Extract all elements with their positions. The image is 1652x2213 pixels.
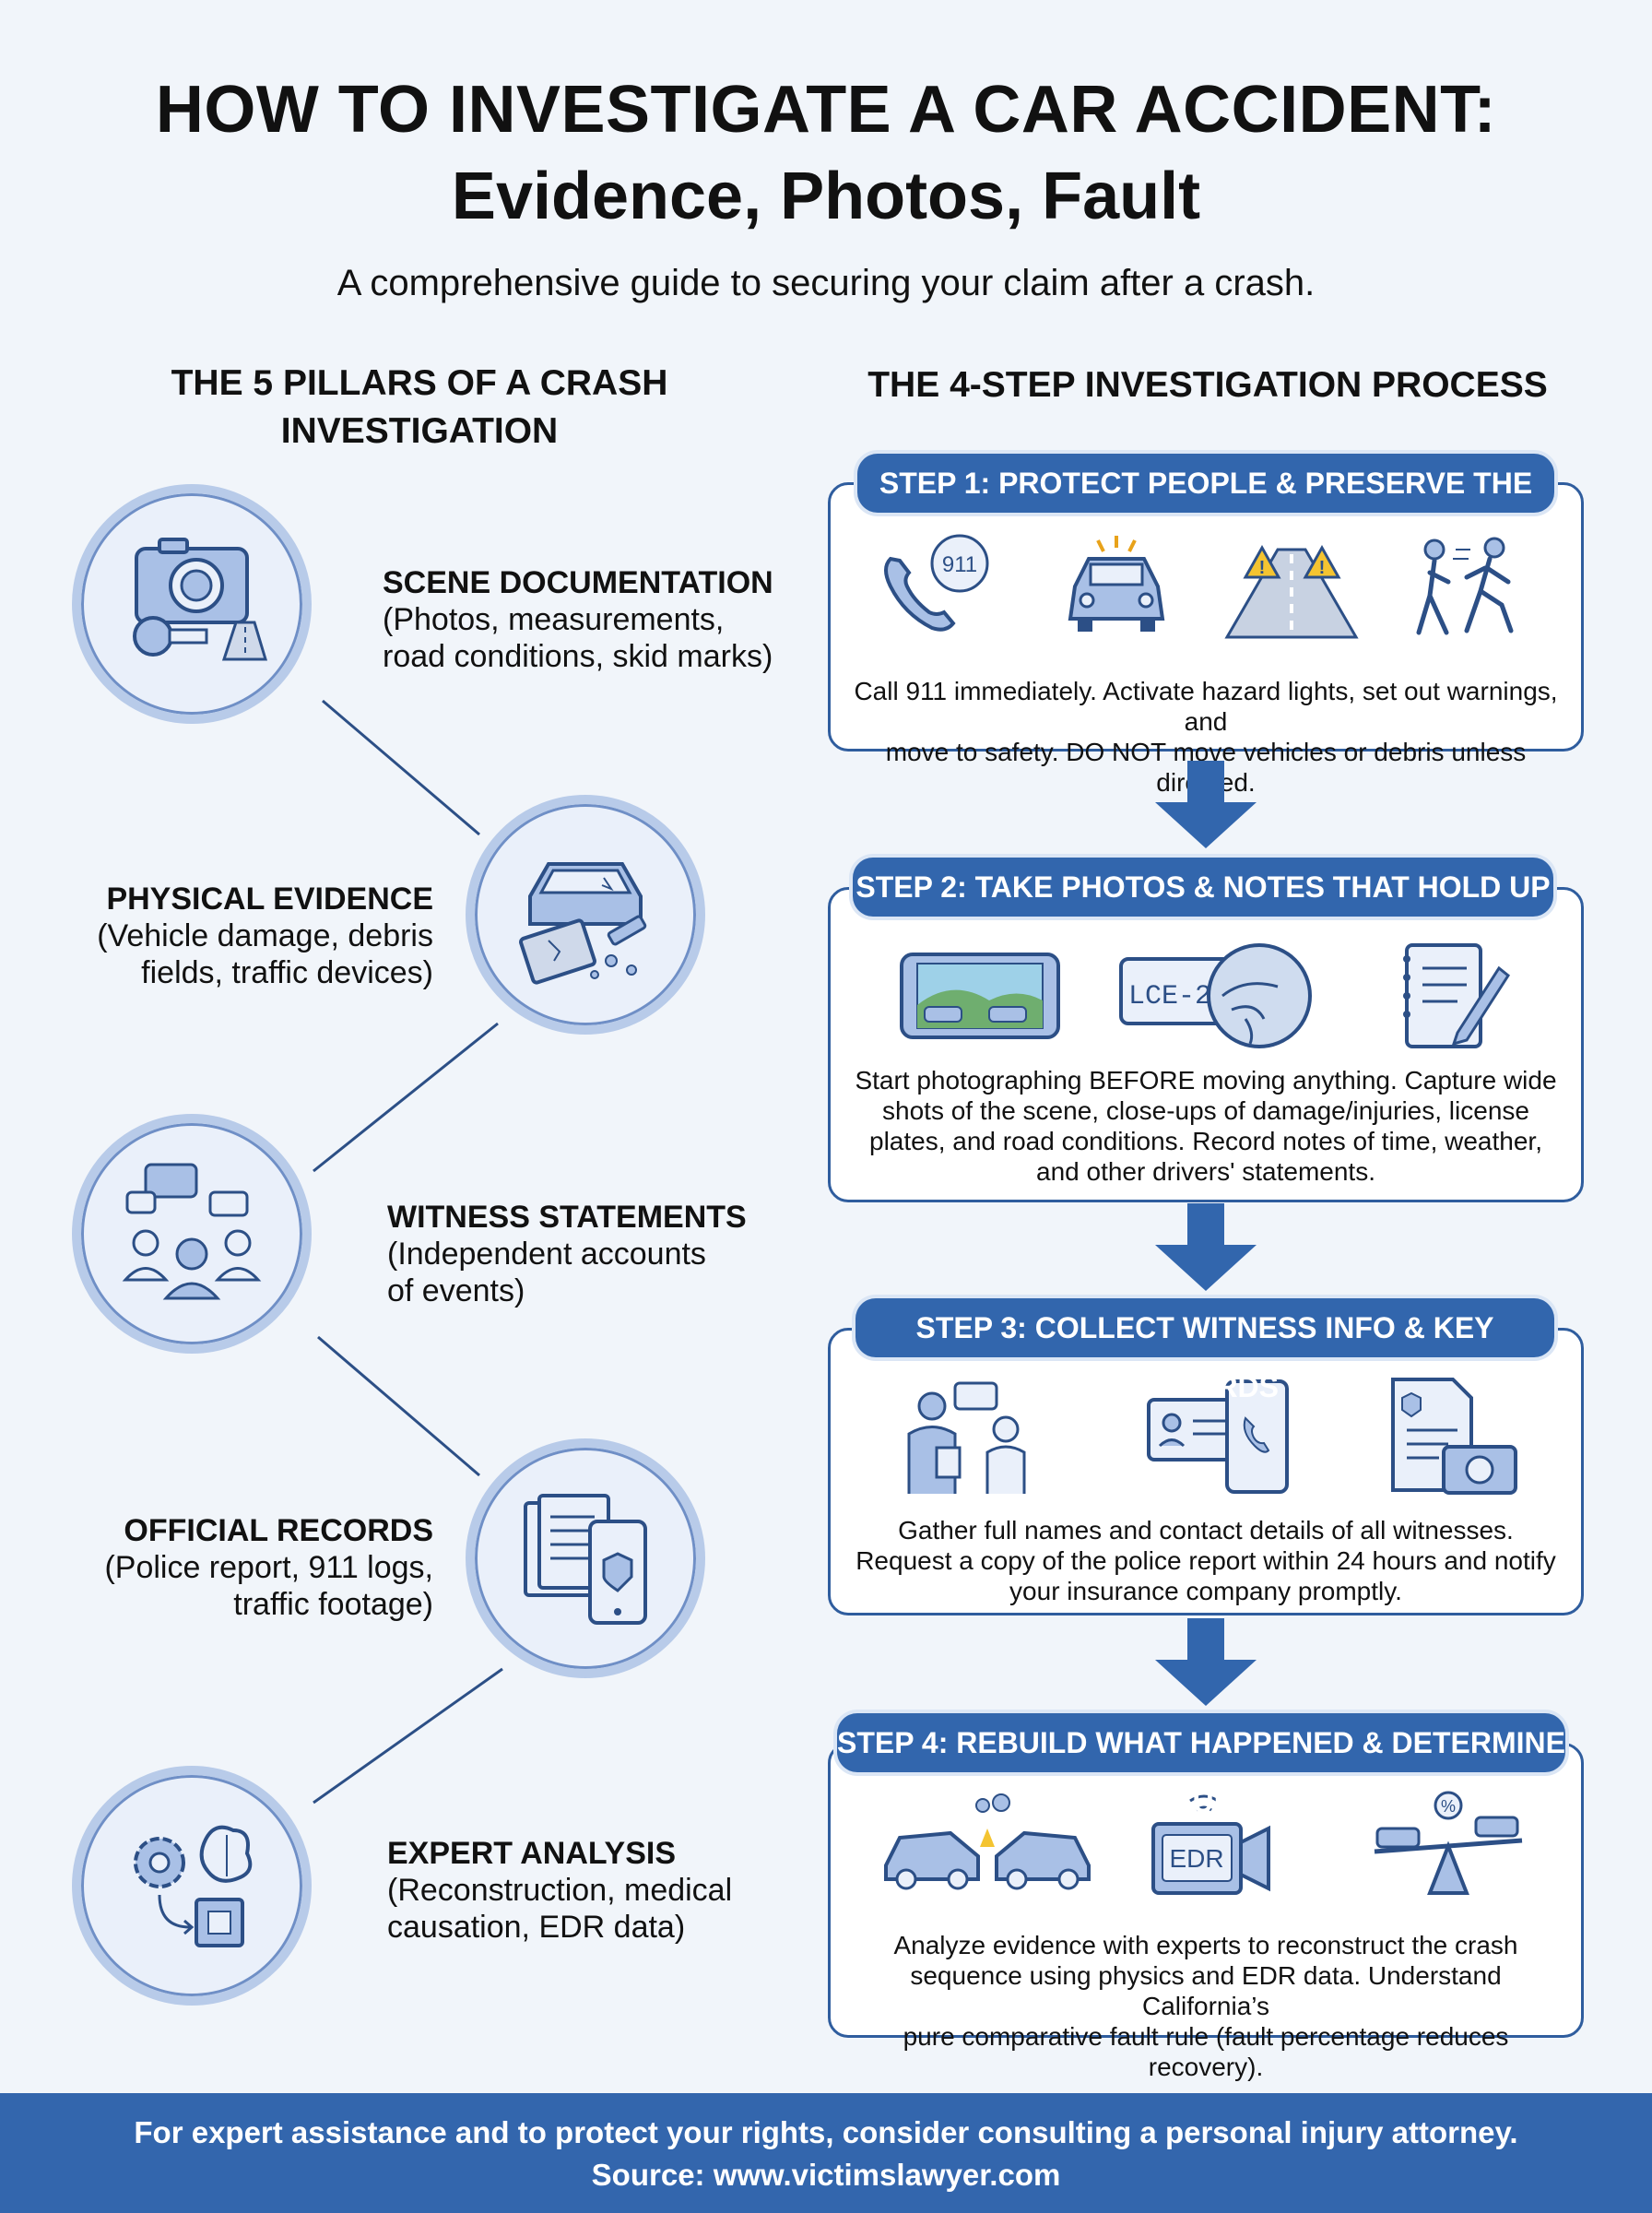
pillar-records-text: OFFICIAL RECORDS (Police report, 911 log… — [55, 1512, 433, 1623]
pillar-title: OFFICIAL RECORDS — [124, 1513, 433, 1548]
records-icon — [524, 1494, 647, 1625]
step-3-description: Gather full names and contact details of… — [849, 1515, 1563, 1606]
pillar-physical-text: PHYSICAL EVIDENCE (Vehicle damage, debri… — [55, 881, 433, 991]
step-arrow-3 — [1155, 1618, 1257, 1706]
step-arrow-1 — [1155, 761, 1257, 848]
pillars-heading-line1: THE 5 PILLARS OF A CRASH — [171, 363, 668, 403]
step-arrow-2 — [1155, 1203, 1257, 1291]
phone-911-icon: 911 — [884, 534, 989, 632]
expert-analysis-icon — [134, 1825, 253, 1947]
pillar-scene-circle — [72, 484, 312, 724]
step-desc-line: Analyze evidence with experts to reconst… — [893, 1931, 1518, 1959]
pillar-title: WITNESS STATEMENTS — [387, 1200, 747, 1235]
warning-road-icon: ! ! — [1224, 544, 1359, 639]
witness-group-icon — [122, 1163, 262, 1300]
step-2-label: STEP 2: TAKE PHOTOS & NOTES THAT HOLD UP — [853, 858, 1553, 917]
pillars-heading-line2: INVESTIGATION — [280, 411, 559, 451]
witness-interview-icon — [907, 1381, 1026, 1494]
pillar-desc-line2: fields, traffic devices) — [141, 955, 433, 990]
pillar-desc-line1: (Independent accounts — [387, 1237, 706, 1272]
edr-recorder-icon: EDR — [1151, 1794, 1270, 1895]
pillars-heading: THE 5 PILLARS OF A CRASH INVESTIGATION — [92, 360, 747, 456]
phone-photo-icon — [900, 953, 1060, 1039]
plate-text: LCE-2 — [1128, 981, 1211, 1012]
pillar-desc-line1: (Reconstruction, medical — [387, 1873, 733, 1908]
pillar-expert-text: EXPERT ANALYSIS (Reconstruction, medical… — [387, 1835, 732, 1946]
page-subtitle: A comprehensive guide to securing your c… — [336, 263, 1316, 303]
step-desc-line: shots of the scene, close-ups of damage/… — [882, 1096, 1529, 1125]
step-desc-line: Call 911 immediately. Activate hazard li… — [854, 677, 1558, 736]
footer-message: For expert assistance and to protect you… — [134, 2115, 1518, 2149]
pillar-desc-line2: causation, EDR data) — [387, 1910, 686, 1945]
fault-scale-icon: % — [1374, 1791, 1523, 1895]
step-desc-line: Gather full names and contact details of… — [898, 1516, 1514, 1544]
step-desc-line: Start photographing BEFORE moving anythi… — [855, 1066, 1557, 1095]
collision-icon — [884, 1793, 1091, 1890]
pillar-title: EXPERT ANALYSIS — [387, 1836, 677, 1871]
step-desc-line: and other drivers' statements. — [1036, 1157, 1375, 1186]
step-4-description: Analyze evidence with experts to reconst… — [849, 1930, 1563, 2082]
license-plate-icon: LCE-2 — [1119, 943, 1312, 1048]
pillar-witness-text: WITNESS STATEMENTS (Independent accounts… — [387, 1199, 747, 1309]
pillar-desc-line2: traffic footage) — [233, 1587, 433, 1622]
camera-icon — [133, 538, 268, 661]
edr-text: EDR — [1169, 1844, 1223, 1873]
move-to-safety-icon — [1416, 537, 1514, 635]
step-2-box: LCE-2 Start photographing BEFORE moving … — [828, 887, 1584, 1202]
notepad-icon — [1403, 943, 1510, 1048]
step-4-label: STEP 4: REBUILD WHAT HAPPENED & DETERMIN… — [837, 1713, 1565, 1818]
step-desc-line: Request a copy of the police report with… — [856, 1546, 1556, 1575]
pillar-title: SCENE DOCUMENTATION — [383, 565, 773, 600]
page-title-line1: HOW TO INVESTIGATE A CAR ACCIDENT: — [155, 73, 1497, 147]
step-4-box: EDR % Analyze evidence with experts to r… — [828, 1743, 1584, 2081]
percent-text: % — [1441, 1797, 1456, 1816]
step-3-box: Gather full names and contact details of… — [828, 1328, 1584, 1615]
step-desc-line: sequence using physics and EDR data. Und… — [910, 1961, 1502, 2020]
pillar-expert-circle — [72, 1766, 312, 2006]
police-report-icon — [1391, 1378, 1517, 1495]
process-heading: THE 4-STEP INVESTIGATION PROCESS — [867, 365, 1548, 405]
footer: For expert assistance and to protect you… — [0, 2093, 1652, 2213]
step-2-description: Start photographing BEFORE moving anythi… — [849, 1065, 1563, 1187]
contact-card-icon — [1147, 1379, 1289, 1494]
page-title-line2: Evidence, Photos, Fault — [451, 160, 1201, 233]
pillar-title: PHYSICAL EVIDENCE — [106, 882, 433, 917]
hazard-car-icon — [1068, 536, 1165, 632]
phone-911-text: 911 — [942, 552, 977, 577]
step-3-label: STEP 3: COLLECT WITNESS INFO & KEY RECOR… — [856, 1298, 1554, 1403]
pillar-records-circle — [466, 1438, 705, 1678]
damaged-car-icon — [519, 862, 647, 985]
pillar-desc-line1: (Photos, measurements, — [383, 602, 725, 637]
step-desc-line: plates, and road conditions. Record note… — [869, 1127, 1542, 1155]
svg-text:!: ! — [1319, 558, 1326, 578]
svg-text:!: ! — [1259, 558, 1266, 578]
pillar-desc-line1: (Police report, 911 logs, — [104, 1550, 433, 1585]
pillar-desc-line2: of events) — [387, 1273, 525, 1308]
step-desc-line: pure comparative fault rule (fault perce… — [903, 2022, 1509, 2081]
step-desc-line: your insurance company promptly. — [1009, 1577, 1402, 1605]
pillar-scene-text: SCENE DOCUMENTATION (Photos, measurement… — [383, 564, 773, 675]
pillar-witness-circle — [72, 1114, 312, 1354]
footer-source: Source: www.victimslawyer.com — [591, 2158, 1061, 2192]
pillar-desc-line2: road conditions, skid marks) — [383, 639, 773, 674]
step-1-description: Call 911 immediately. Activate hazard li… — [849, 676, 1563, 798]
pillar-physical-circle — [466, 795, 705, 1035]
step-1-label: STEP 1: PROTECT PEOPLE & PRESERVE THE SC… — [857, 454, 1554, 559]
pillar-desc-line1: (Vehicle damage, debris — [97, 918, 433, 953]
